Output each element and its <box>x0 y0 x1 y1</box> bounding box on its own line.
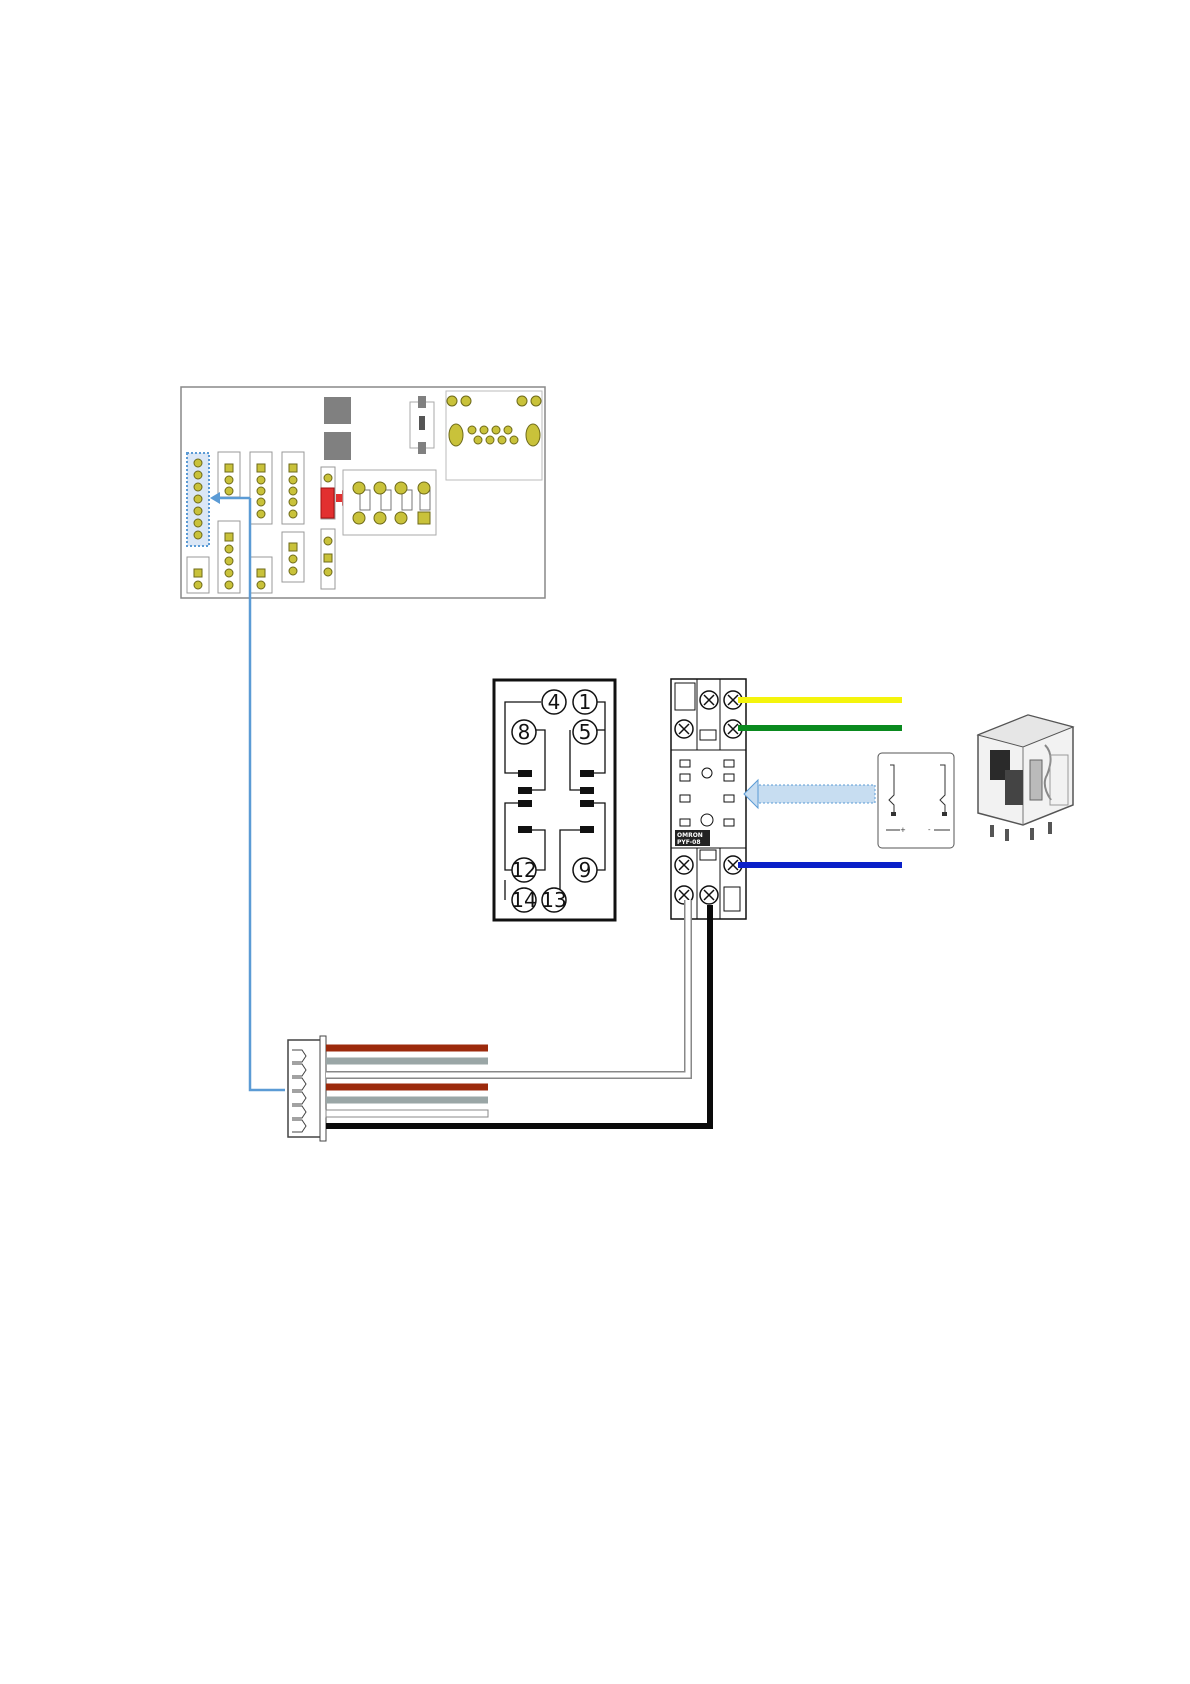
pin-label: 1 <box>579 690 592 714</box>
socket-brand-label: OMRON <box>677 832 703 839</box>
pin-label: 5 <box>579 720 592 744</box>
wire-white <box>326 1110 488 1117</box>
coil-plus-mark: + <box>900 826 906 834</box>
harness-wires <box>326 900 710 1126</box>
wire-black <box>326 905 710 1126</box>
pin-label: 13 <box>541 888 566 912</box>
pcb-board <box>181 387 545 598</box>
network-connector <box>446 391 542 480</box>
socket-model-label: PYF-08 <box>677 839 701 846</box>
relay-schematic-symbol: + - <box>878 753 954 848</box>
insert-arrow <box>744 780 875 808</box>
pin-label: 9 <box>579 858 592 882</box>
switch-component <box>410 396 434 454</box>
smd-component <box>324 432 351 460</box>
relay-footprint <box>343 470 436 535</box>
smd-component <box>324 397 351 424</box>
pin-label: 4 <box>548 690 561 714</box>
relay-pin-diagram: 4 1 8 5 12 9 14 13 <box>494 680 615 920</box>
relay-image <box>978 715 1073 841</box>
relay-socket: OMRON PYF-08 <box>671 679 746 919</box>
pin-label: 12 <box>511 858 536 882</box>
pin-label: 8 <box>518 720 531 744</box>
pin-label: 14 <box>511 888 536 912</box>
harness-connector <box>288 1036 326 1141</box>
highlighted-terminal-block <box>187 453 209 546</box>
